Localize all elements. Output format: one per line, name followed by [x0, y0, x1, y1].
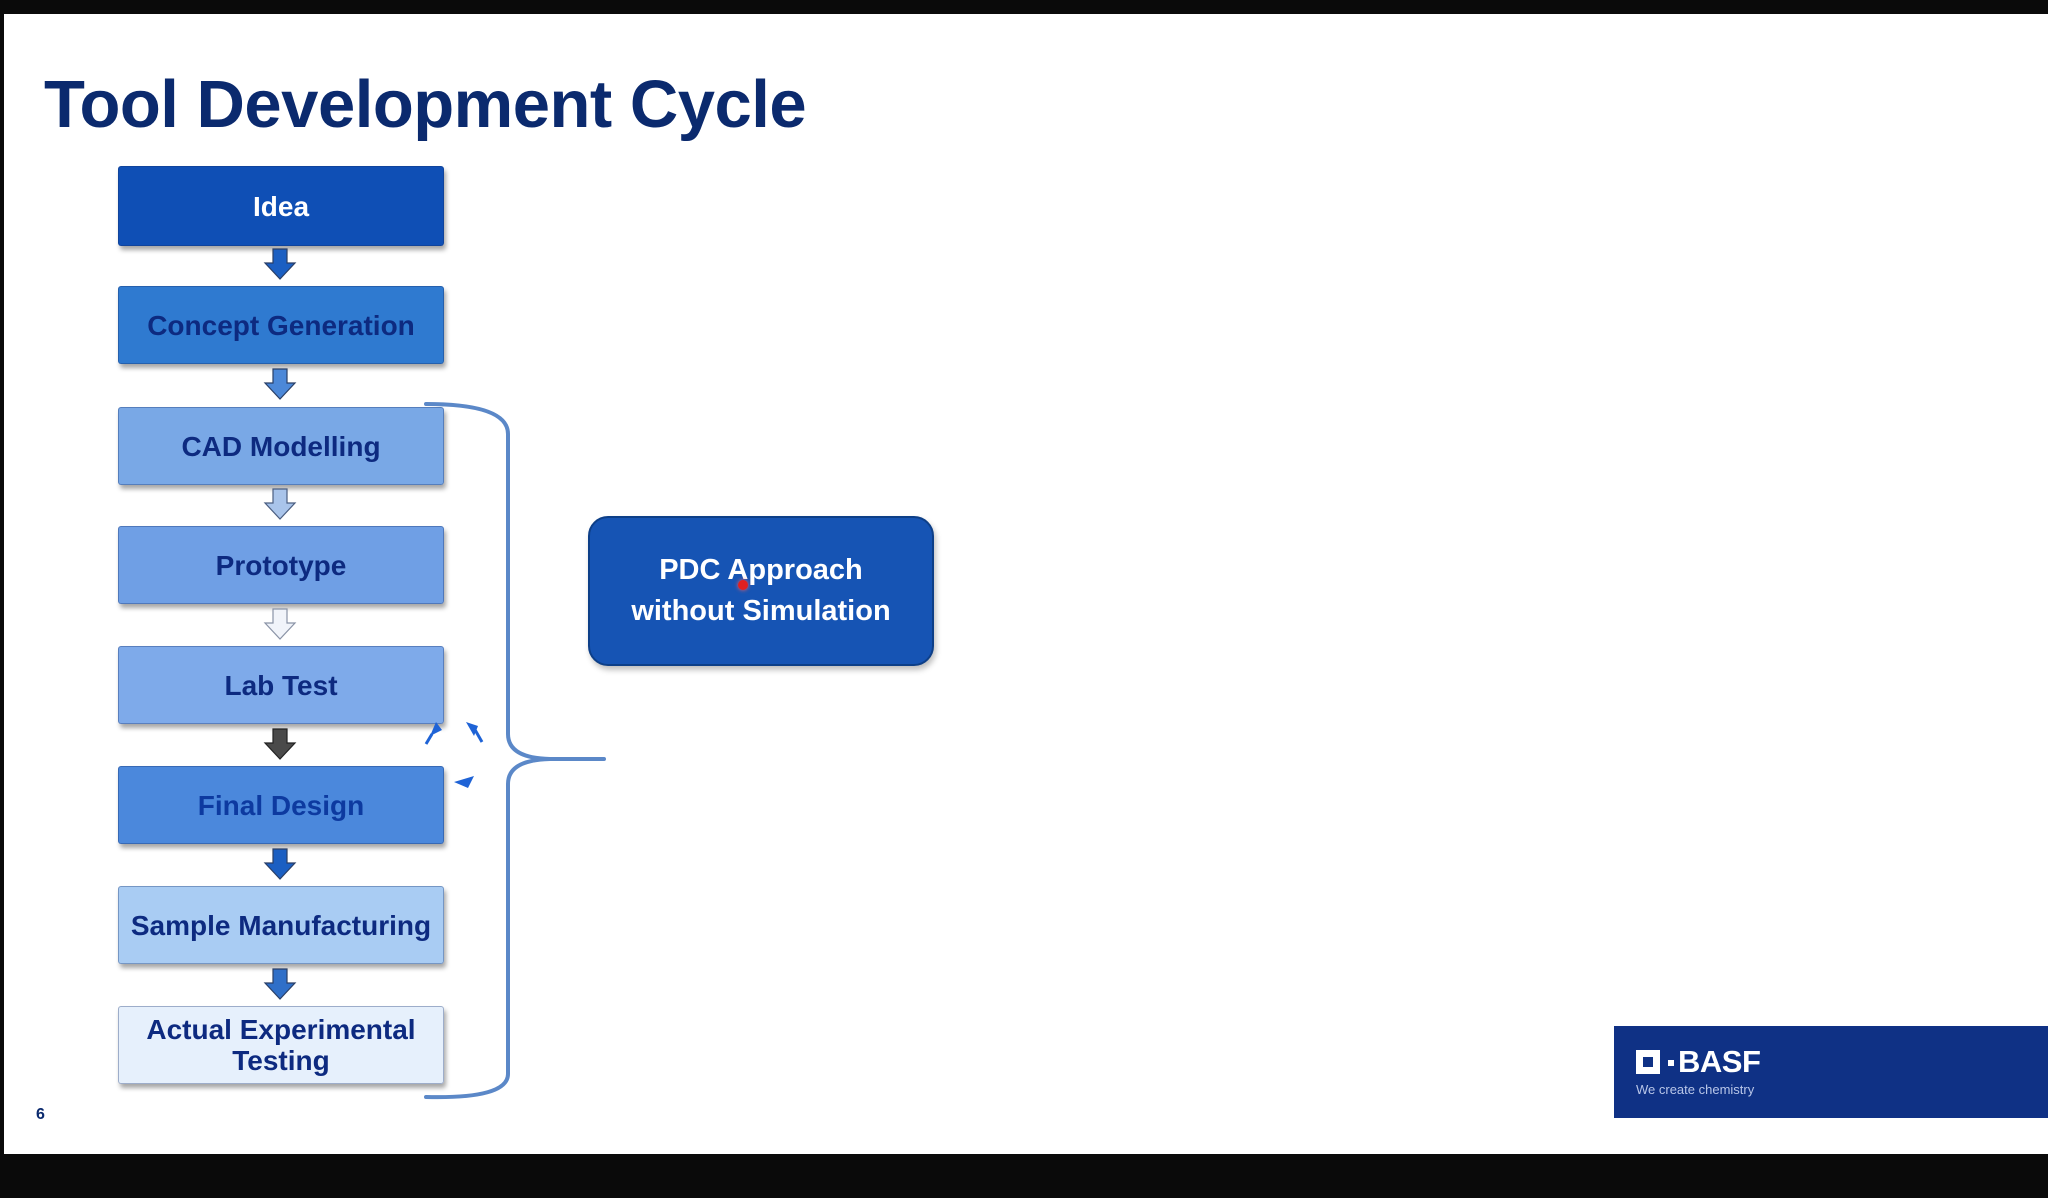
step-final-design: Final Design	[118, 766, 444, 844]
step-concept-generation: Concept Generation	[118, 286, 444, 364]
step-cad-modelling: CAD Modelling	[118, 407, 444, 485]
callout-line-1: PDC Approach	[659, 554, 863, 586]
basf-logo: BASF We create chemistry	[1614, 1026, 2048, 1118]
callout-line-2: without Simulation	[631, 595, 891, 627]
step-actual-experimental-testing: Actual Experimental Testing	[118, 1006, 444, 1084]
down-arrow-icon	[263, 728, 297, 760]
step-label: Concept Generation	[147, 309, 415, 341]
down-arrow-icon	[263, 848, 297, 880]
step-label: Idea	[252, 190, 310, 222]
presenter-pointer-icon	[738, 580, 748, 590]
step-label: Final Design	[197, 789, 365, 821]
step-sample-manufacturing: Sample Manufacturing	[118, 886, 444, 964]
logo-name: BASF	[1678, 1044, 1761, 1079]
slide-title: Tool Development Cycle	[44, 67, 807, 142]
step-label: Lab Test	[224, 669, 338, 701]
logo-tagline: We create chemistry	[1636, 1082, 1755, 1097]
bracket-connector	[424, 402, 606, 1100]
step-lab-test: Lab Test	[118, 646, 444, 724]
down-arrow-icon	[263, 368, 297, 400]
video-bottom-bar	[0, 1154, 2048, 1198]
basf-square-icon	[1636, 1050, 1660, 1074]
pdc-approach-callout: PDC Approach without Simulation	[588, 516, 934, 666]
logo-dot-icon	[1668, 1060, 1674, 1066]
step-idea: Idea	[118, 166, 444, 246]
down-arrow-icon	[263, 608, 297, 640]
page-number: 6	[36, 1106, 45, 1123]
down-arrow-icon	[263, 968, 297, 1000]
slide: Tool Development Cycle Idea Concept Gene…	[4, 14, 2048, 1154]
step-label: CAD Modelling	[181, 430, 381, 462]
step-label: Actual Experimental Testing	[146, 1014, 416, 1076]
down-arrow-icon	[263, 248, 297, 280]
step-label: Prototype	[215, 549, 347, 581]
step-label: Sample Manufacturing	[130, 909, 432, 941]
down-arrow-icon	[263, 488, 297, 520]
loop-arrow-icon	[424, 722, 484, 788]
step-prototype: Prototype	[118, 526, 444, 604]
